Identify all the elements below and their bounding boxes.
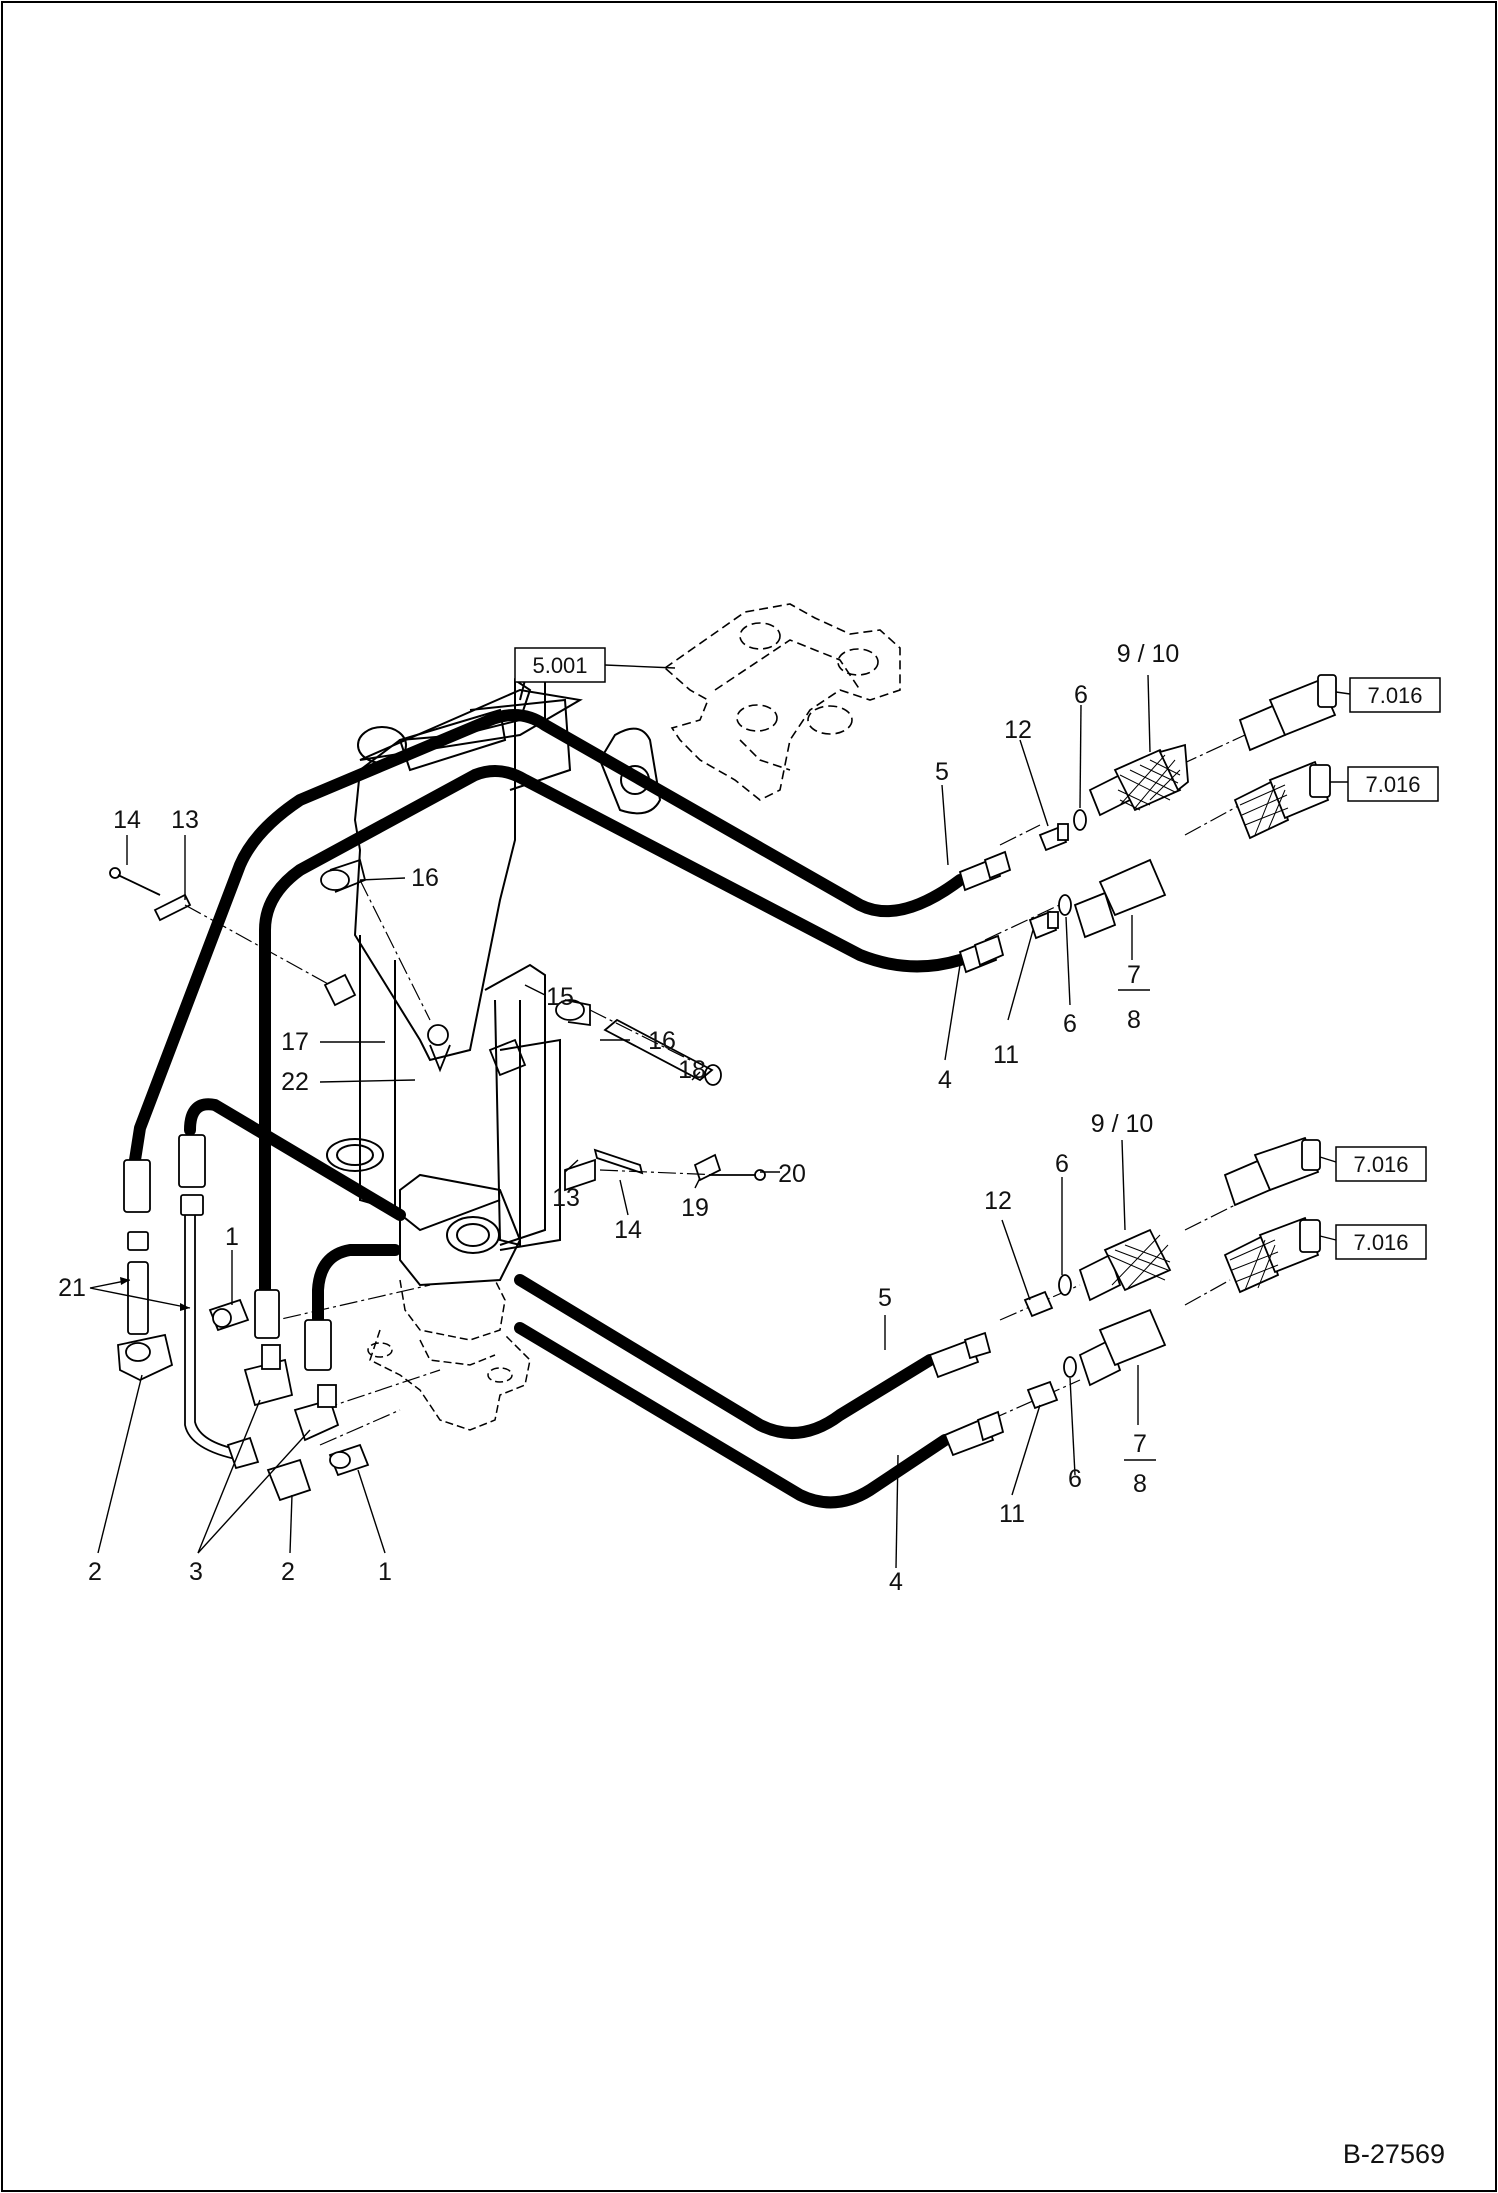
- callout: 15: [546, 983, 574, 1011]
- callout: 4: [889, 1568, 903, 1596]
- ref-box-7016-b: [1347, 766, 1439, 802]
- callout: 13: [171, 806, 199, 834]
- callout: 17: [281, 1028, 309, 1056]
- callout: 5: [878, 1284, 892, 1312]
- ref-box-7016-d: [1335, 1224, 1427, 1260]
- callout: 6: [1063, 1010, 1077, 1038]
- callout: 16: [648, 1027, 676, 1055]
- ref-label-7016-c: 7.016: [1353, 1152, 1408, 1177]
- coupler-knurling: [1107, 754, 1289, 1291]
- ref-label-7016-a: 7.016: [1367, 683, 1422, 708]
- callout: 21: [58, 1274, 86, 1302]
- callout: 2: [88, 1558, 102, 1586]
- callout-numbers: 14 13 16 15 17 22 16 18 13 14 19 20 1 21…: [58, 640, 1179, 1596]
- callout: 14: [113, 806, 141, 834]
- callout: 3: [189, 1558, 203, 1586]
- ref-label-7016-b: 7.016: [1365, 772, 1420, 797]
- callout: 1: [225, 1223, 239, 1251]
- lower-couplings: [928, 1136, 1321, 1457]
- callout: 7: [1133, 1430, 1147, 1458]
- callout: 8: [1133, 1470, 1147, 1498]
- callout: 6: [1068, 1465, 1082, 1493]
- leader-5001: [604, 664, 676, 669]
- callout: 9 / 10: [1091, 1110, 1154, 1138]
- ref-box-7016-c: [1335, 1146, 1427, 1182]
- rotator-body-outline: [367, 1279, 531, 1431]
- callout: 18: [678, 1056, 706, 1084]
- callout: 8: [1127, 1006, 1141, 1034]
- callout: 22: [281, 1068, 309, 1096]
- callout: 7: [1127, 961, 1141, 989]
- ref-label-7016-d: 7.016: [1353, 1230, 1408, 1255]
- callout: 5: [935, 758, 949, 786]
- document-number: B-27569: [1343, 2139, 1445, 2169]
- callout: 6: [1055, 1150, 1069, 1178]
- callout: 11: [999, 1500, 1025, 1528]
- ref-label-5001: 5.001: [532, 653, 587, 678]
- callout: 12: [1004, 716, 1032, 744]
- callout: 13: [552, 1184, 580, 1212]
- attachment-bracket-outline: [663, 603, 901, 801]
- callout: 12: [984, 1187, 1012, 1215]
- callout: 9 / 10: [1117, 640, 1180, 668]
- reference-boxes: [514, 647, 1441, 1260]
- callout: 1: [378, 1558, 392, 1586]
- left-fittings: [117, 1134, 370, 1502]
- ref-box-5001: [514, 647, 606, 683]
- callout: 19: [681, 1194, 709, 1222]
- pins-and-bushings: [109, 858, 766, 1181]
- callout-arrowheads: [120, 1277, 190, 1311]
- mounting-brackets: [153, 893, 722, 1192]
- callout: 16: [411, 864, 439, 892]
- callout-leaders: [89, 674, 1351, 1569]
- hydraulic-hoses: [129, 709, 966, 1509]
- callout: 20: [778, 1160, 806, 1188]
- callout: 4: [938, 1066, 952, 1094]
- callout: 6: [1074, 681, 1088, 709]
- callout: 2: [281, 1558, 295, 1586]
- ref-box-7016-a: [1349, 677, 1441, 713]
- callout: 14: [614, 1216, 642, 1244]
- callout: 11: [993, 1041, 1019, 1069]
